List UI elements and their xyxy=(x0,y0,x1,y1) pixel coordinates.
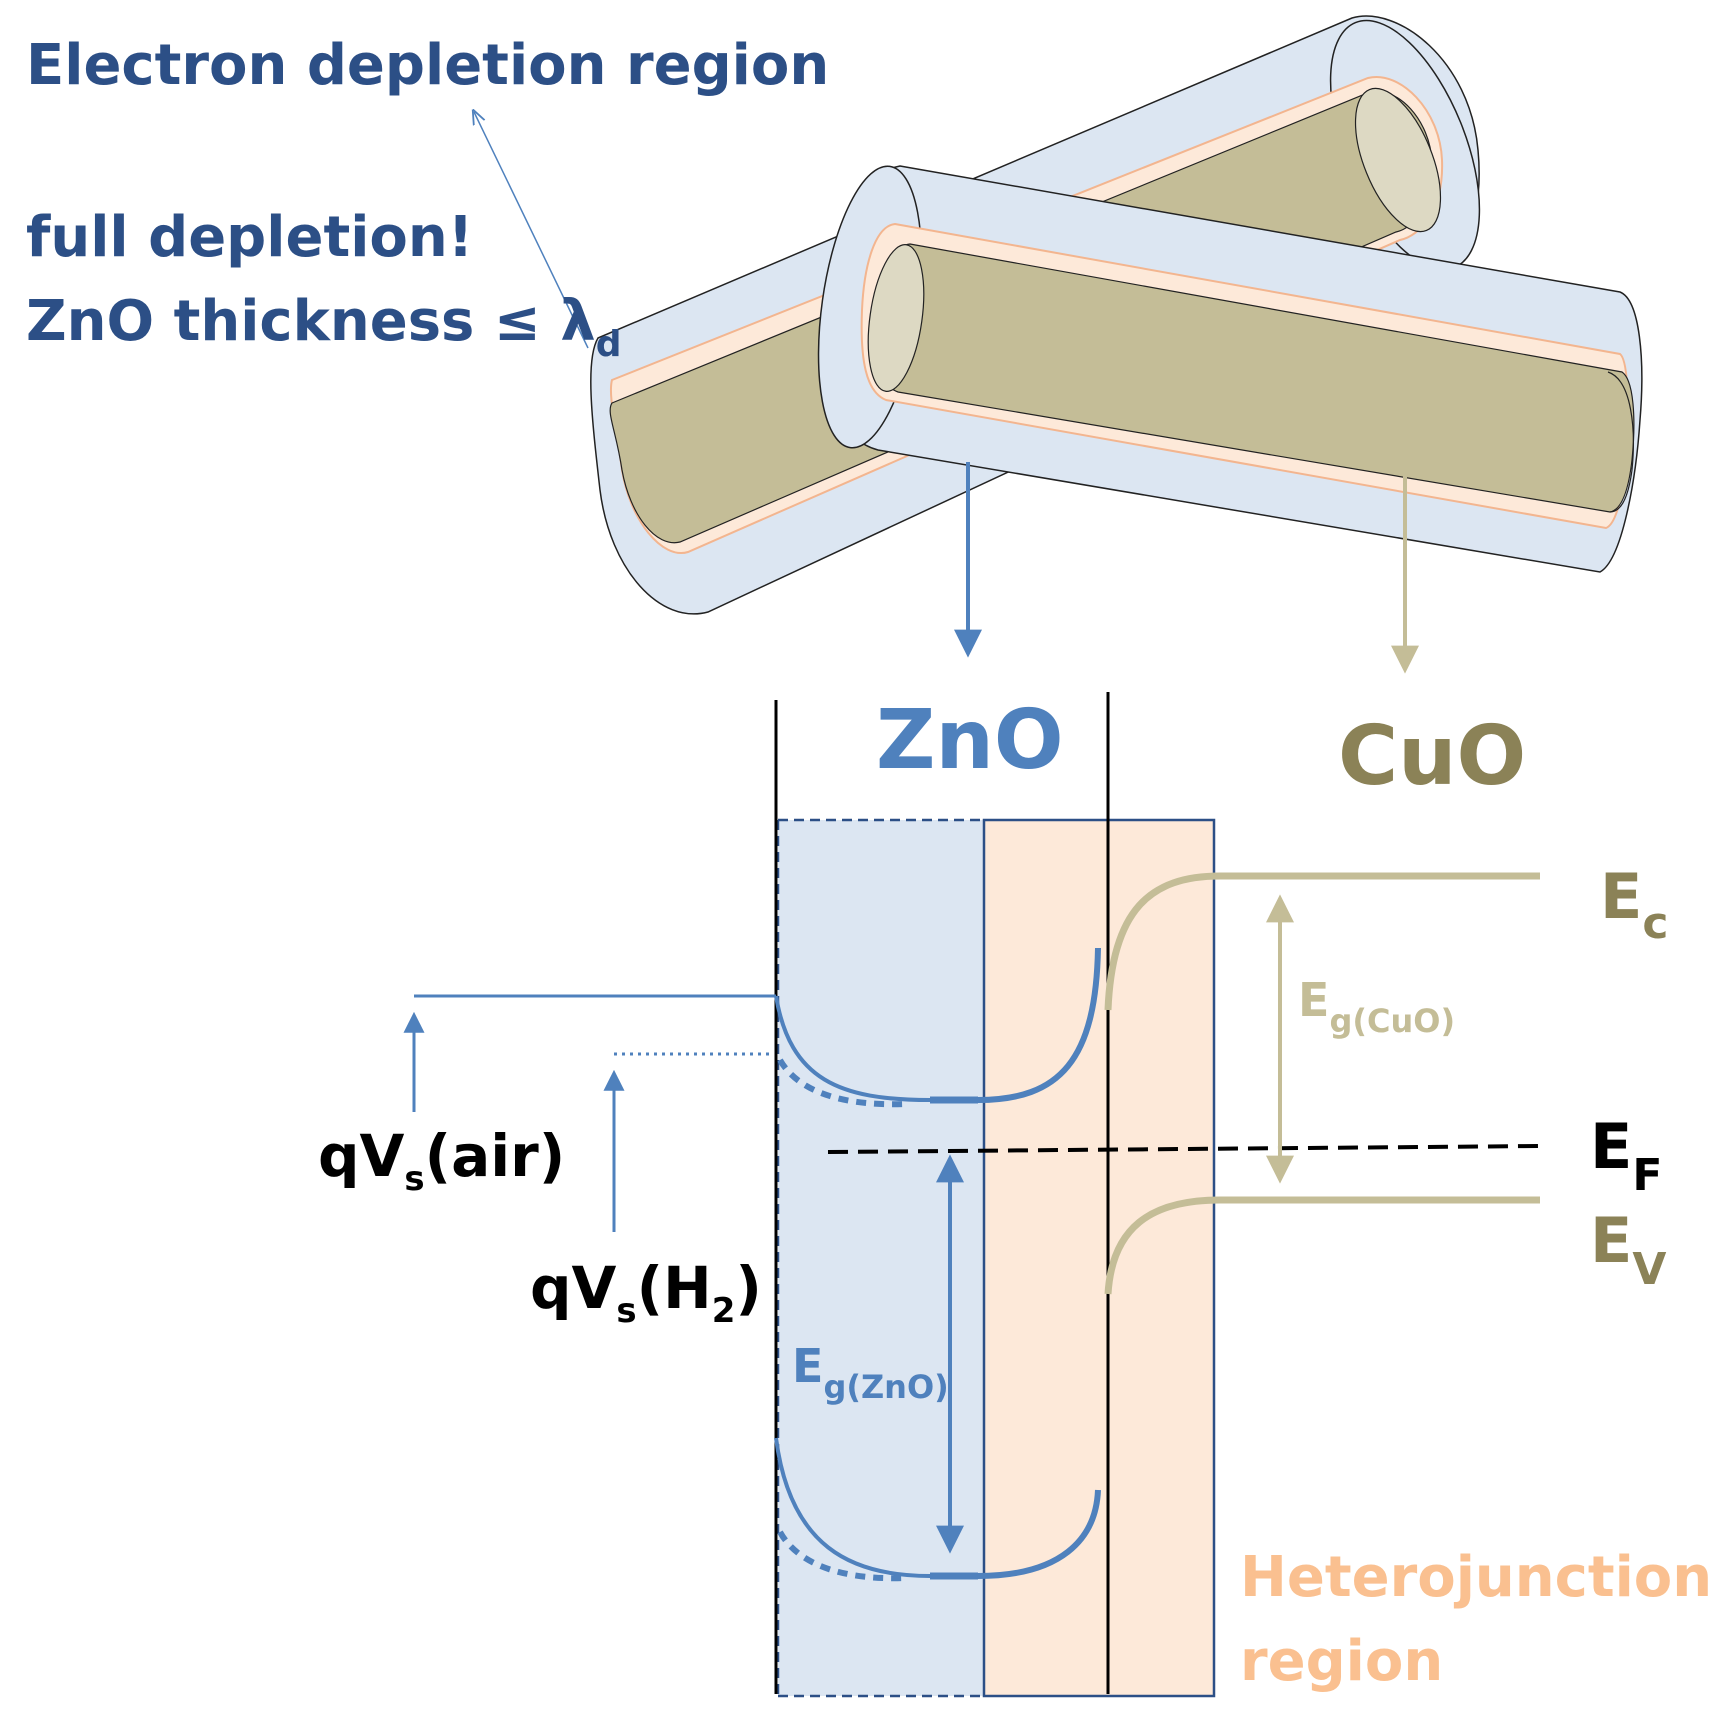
qvs-air-pre: qV xyxy=(318,1122,405,1190)
zno-conduction-band-rise xyxy=(977,947,1101,1103)
heterojunction-region-box xyxy=(982,818,1216,1698)
lambda-subscript: d xyxy=(596,324,622,365)
cuo-valence-band xyxy=(1104,1196,1540,1295)
zno-valence-band-rise xyxy=(977,1489,1101,1579)
zno-conduction-band-air xyxy=(774,995,931,1102)
back-wire-core-end xyxy=(1354,87,1442,233)
qvs-h2-mid: (H xyxy=(637,1254,712,1322)
ef-label-main: E xyxy=(1590,1110,1632,1183)
front-nanowire xyxy=(817,165,1643,573)
zno-material-label: ZnO xyxy=(876,693,1064,788)
front-wire-core-end xyxy=(867,244,925,392)
qvs-h2-sub2: 2 xyxy=(712,1291,736,1331)
full-depletion-label: full depletion! xyxy=(26,205,473,270)
ev-label: EV xyxy=(1590,1204,1666,1295)
cuo-material-label: CuO xyxy=(1338,709,1526,804)
eg-zno-label-sub: g(ZnO) xyxy=(823,1368,948,1406)
qvs-h2-sub: s xyxy=(616,1291,636,1331)
heterojunction-label-line2: region xyxy=(1240,1629,1443,1694)
eg-zno-label: Eg(ZnO) xyxy=(792,1339,949,1406)
heterojunction-label-line1: Heterojunction xyxy=(1240,1545,1711,1610)
zno-thickness-text: ZnO thickness ≤ λ xyxy=(26,289,596,354)
eg-cuo-label-main: E xyxy=(1298,973,1329,1027)
ec-label-main: E xyxy=(1600,860,1642,933)
cuo-conduction-band xyxy=(1104,872,1540,1011)
eg-cuo-label: Eg(CuO) xyxy=(1298,973,1455,1040)
front-wire-core-end-cap xyxy=(1607,371,1634,513)
depletion-region-fill xyxy=(778,820,984,1696)
ev-label-main: E xyxy=(1590,1204,1632,1277)
ev-label-sub: V xyxy=(1632,1244,1666,1295)
ec-label: Ec xyxy=(1600,860,1668,949)
qvs-air-sub: s xyxy=(404,1159,424,1199)
ef-label-sub: F xyxy=(1632,1150,1662,1201)
qvs-h2-pre: qV xyxy=(530,1254,617,1322)
eg-cuo-label-sub: g(CuO) xyxy=(1329,1002,1455,1040)
zno-thickness-label: ZnO thickness ≤ λd xyxy=(26,289,622,365)
qvs-h2-post: ) xyxy=(735,1254,762,1322)
electron-depletion-label: Electron depletion region xyxy=(26,33,829,98)
eg-zno-label-main: E xyxy=(792,1339,823,1393)
depletion-pointer-arrow xyxy=(474,112,589,349)
qvs-air-label: qVs(air) xyxy=(318,1122,565,1199)
zno-conduction-band-h2 xyxy=(777,1058,906,1108)
ef-label: EF xyxy=(1590,1110,1662,1201)
zno-valence-band-h2 xyxy=(777,1530,906,1582)
ec-label-sub: c xyxy=(1642,898,1668,949)
qvs-air-post: (air) xyxy=(425,1122,566,1190)
qvs-h2-label: qVs(H2) xyxy=(530,1254,762,1331)
zno-valence-band-air xyxy=(774,1437,931,1578)
